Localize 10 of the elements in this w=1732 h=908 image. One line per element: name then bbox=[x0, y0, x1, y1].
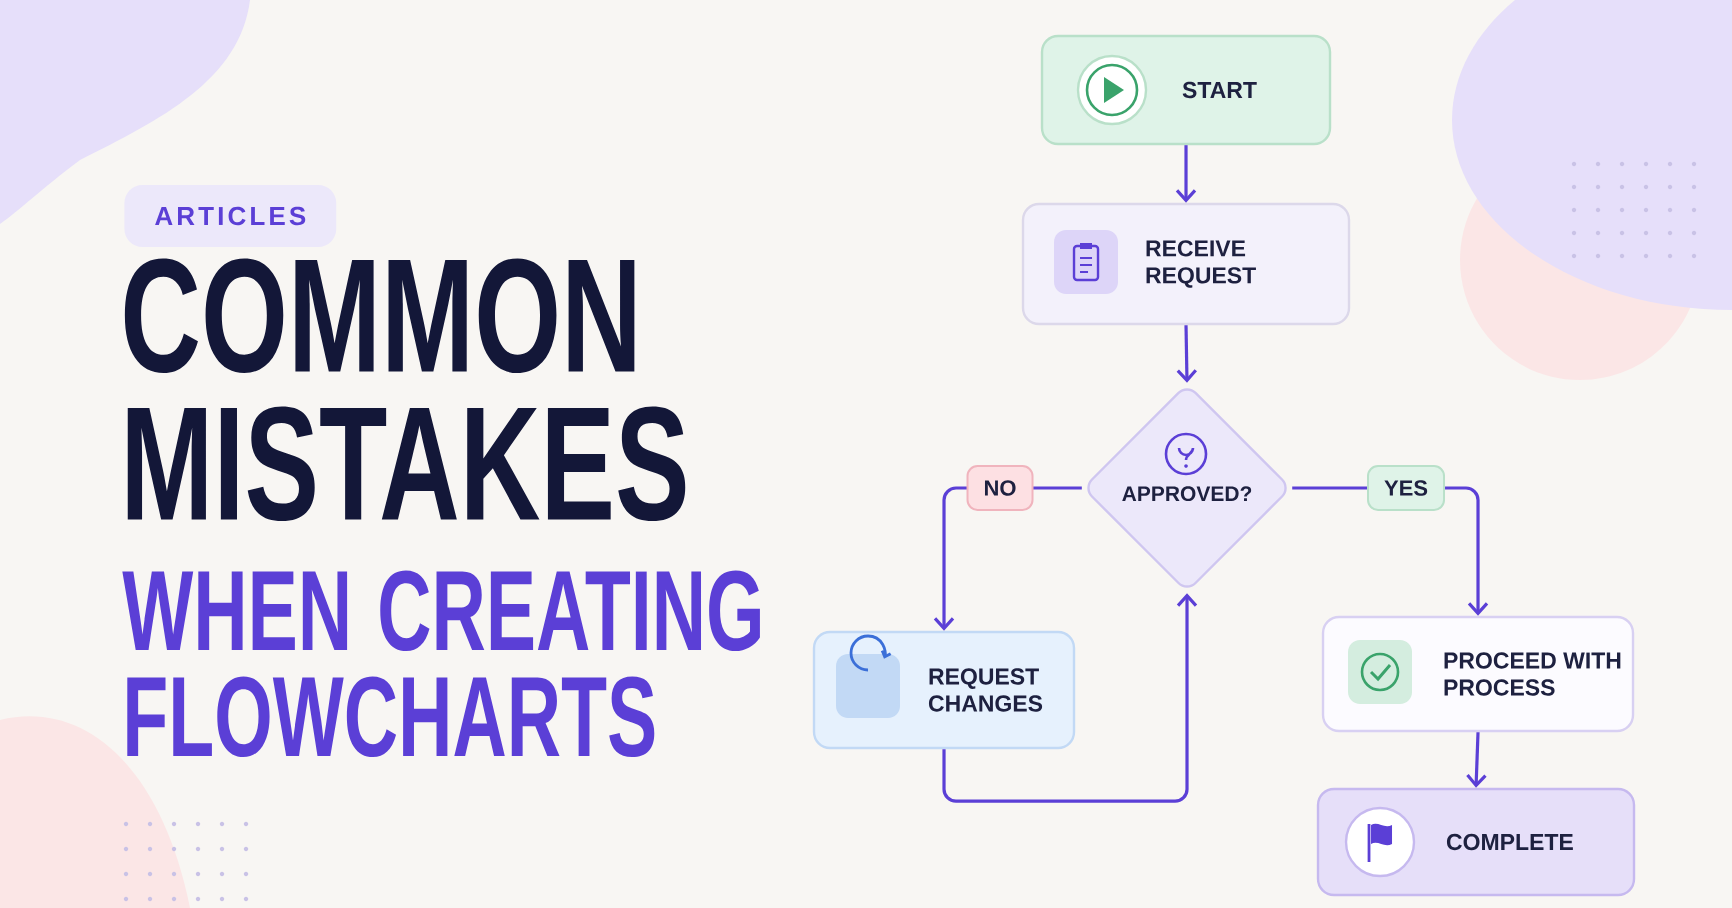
edge-label: NO bbox=[966, 465, 1034, 511]
edge-label: YES bbox=[1367, 465, 1446, 511]
process-box: RECEIVE REQUEST bbox=[1021, 202, 1351, 326]
tag-pill: ARTICLES bbox=[124, 185, 337, 247]
arrow bbox=[1466, 732, 1487, 788]
arrow bbox=[942, 593, 1198, 803]
title: COMMON MISTAKES bbox=[124, 258, 686, 522]
subtitle: WHEN CREATING FLOWCHARTS bbox=[122, 570, 760, 758]
arrow bbox=[1176, 325, 1197, 383]
arrow bbox=[1175, 145, 1197, 203]
